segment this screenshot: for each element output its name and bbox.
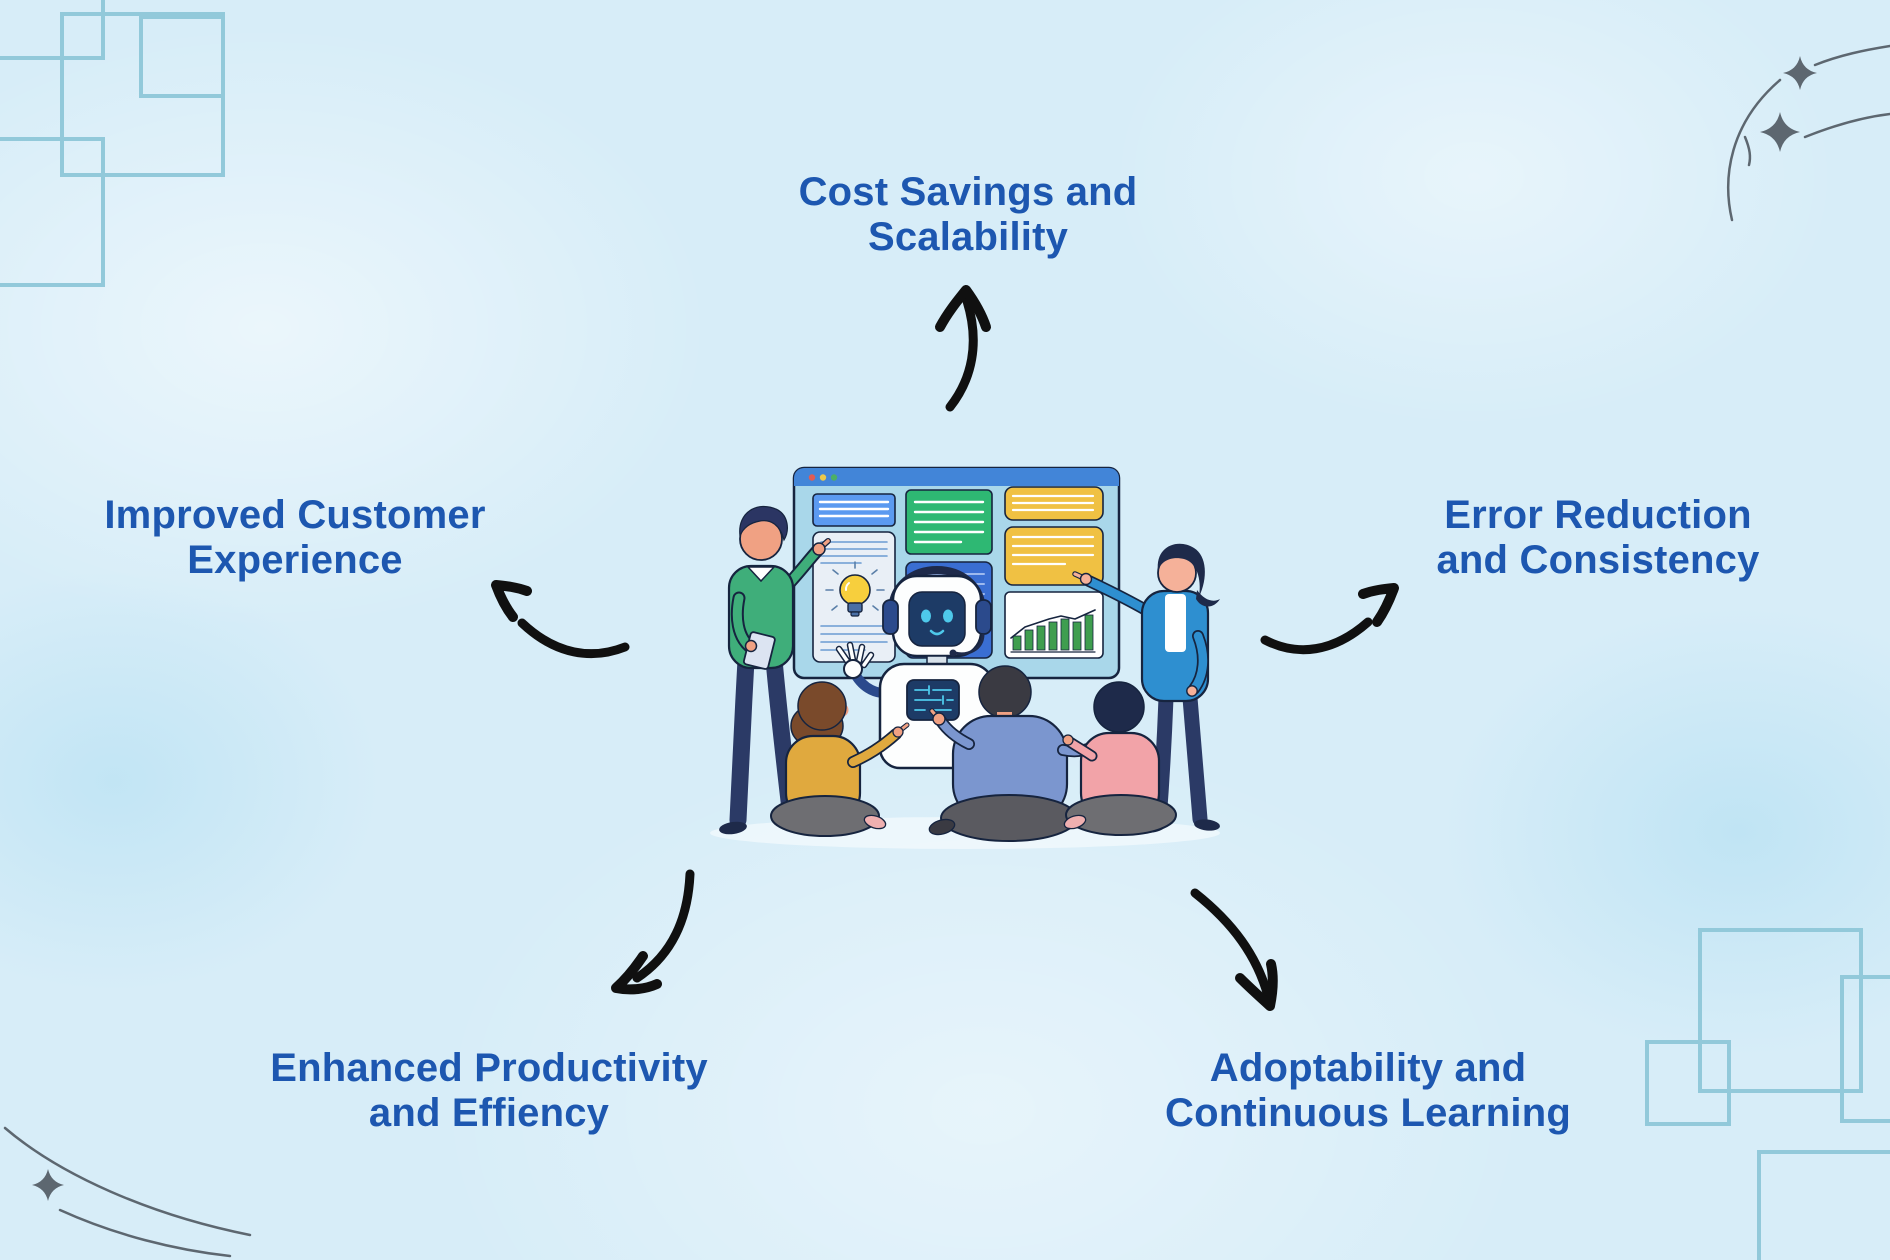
decor-square (1645, 1040, 1731, 1126)
decor-square (139, 15, 225, 98)
traffic-dot-green (830, 474, 838, 481)
label-improved-customer-experience: Improved Customer Experience (104, 493, 485, 583)
label-line: Enhanced Productivity (270, 1046, 708, 1090)
label-error-reduction: Error Reduction and Consistency (1436, 493, 1759, 583)
decor-square (0, 0, 105, 60)
label-cost-savings: Cost Savings and Scalability (799, 170, 1138, 260)
label-line: Improved Customer (104, 493, 486, 537)
audience-woman-pink (1062, 681, 1177, 836)
sparkle-star-icon (32, 1169, 64, 1201)
label-line: Continuous Learning (1165, 1091, 1571, 1135)
label-line: Scalability (867, 215, 1069, 259)
label-line: Cost Savings and (798, 170, 1138, 214)
label-enhanced-productivity: Enhanced Productivity and Effiency (270, 1046, 708, 1136)
sparkle-swirl-top-right (1726, 44, 1890, 222)
sparkle-star-icon (1760, 112, 1800, 152)
presenter-man (719, 505, 831, 835)
center-illustration (710, 466, 1220, 849)
sparkle-star-icon (1783, 56, 1817, 90)
lightbulb-icon (825, 561, 885, 617)
arrow-right-icon (1260, 583, 1399, 655)
arrow-down-left-icon (611, 869, 695, 995)
traffic-dot-yellow (819, 474, 827, 481)
decor-square (0, 137, 105, 287)
dashboard-window-icon (792, 466, 1121, 680)
label-line: Error Reduction (1444, 493, 1752, 537)
decor-square (1757, 1150, 1890, 1260)
audience-woman-mustard (770, 681, 910, 837)
decor-square (1840, 975, 1890, 1123)
sparkle-swirl-bottom-left (3, 1126, 252, 1258)
growth-bar-chart-icon (1004, 591, 1104, 659)
arrow-up-icon (935, 285, 991, 412)
traffic-dot-red (808, 474, 816, 481)
arrow-down-right-icon (1190, 888, 1278, 1011)
label-line: and Consistency (1436, 538, 1760, 582)
decor-square (1698, 928, 1863, 1093)
label-line: Experience (187, 538, 403, 582)
presenter-woman (1072, 543, 1220, 833)
label-line: Adoptability and (1209, 1046, 1527, 1090)
label-adoptability: Adoptability and Continuous Learning (1165, 1046, 1571, 1136)
label-line: and Effiency (368, 1091, 610, 1135)
arrow-left-icon (491, 580, 630, 659)
